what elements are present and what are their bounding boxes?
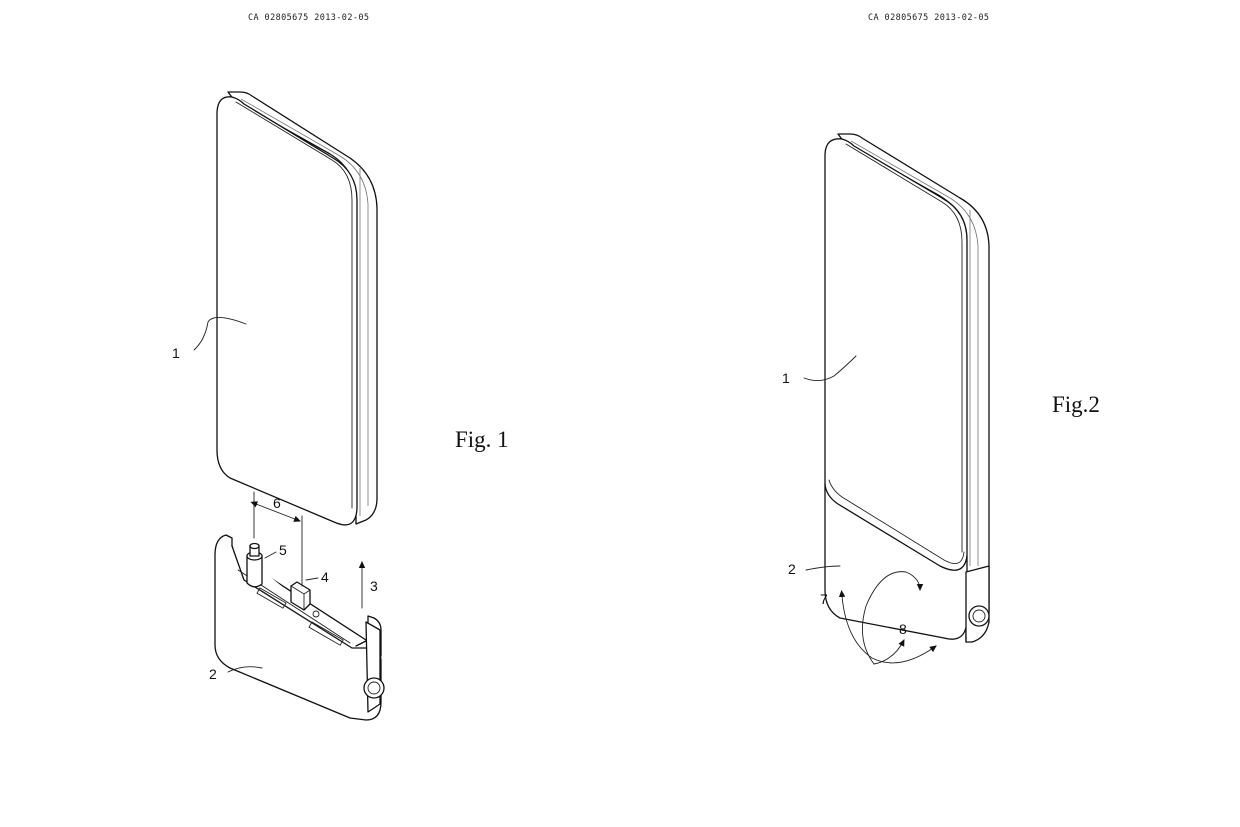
fig1-label-arrow: 3 bbox=[370, 578, 378, 594]
fig2-assembly-body bbox=[824, 133, 990, 643]
fig2-caption: Fig.2 bbox=[1052, 392, 1100, 417]
fig1-leader-2 bbox=[227, 666, 263, 673]
fig1-base-body bbox=[214, 534, 385, 721]
fig1-label-plug: 4 bbox=[321, 569, 329, 585]
fig1-label-base: 2 bbox=[209, 666, 217, 682]
fig1-leader-1 bbox=[193, 317, 247, 351]
fig1-label-spacing: 6 bbox=[273, 495, 281, 511]
fig1-label-phone: 1 bbox=[172, 345, 180, 361]
fig2-label-phone: 1 bbox=[782, 370, 790, 386]
fig1-plug-connector bbox=[290, 581, 311, 611]
document-id-header-right: CA 02805675 2013-02-05 bbox=[868, 13, 990, 23]
fig2-label-rotation-a: 7 bbox=[820, 591, 828, 607]
fig2-leader-2 bbox=[805, 565, 841, 571]
fig2-leader-1 bbox=[803, 355, 857, 381]
fig1-caption: Fig. 1 bbox=[455, 427, 509, 452]
fig1-label-pin: 5 bbox=[279, 542, 287, 558]
fig2-label-base: 2 bbox=[788, 561, 796, 577]
fig1-spacing-dimension bbox=[250, 491, 303, 587]
fig2-label-rotation-b: 8 bbox=[899, 621, 907, 637]
figure-2: 1 2 7 8 Fig.2 bbox=[782, 133, 1100, 665]
fig1-pin-connector bbox=[246, 542, 263, 588]
fig2-rotation-arrows bbox=[838, 571, 937, 665]
fig1-phone-body bbox=[216, 91, 378, 526]
document-id-header-left: CA 02805675 2013-02-05 bbox=[248, 13, 370, 23]
figure-1: 1 2 3 4 5 6 Fig. 1 bbox=[172, 91, 509, 721]
fig1-leader-5 bbox=[264, 551, 277, 559]
fig1-leader-4 bbox=[305, 577, 319, 581]
